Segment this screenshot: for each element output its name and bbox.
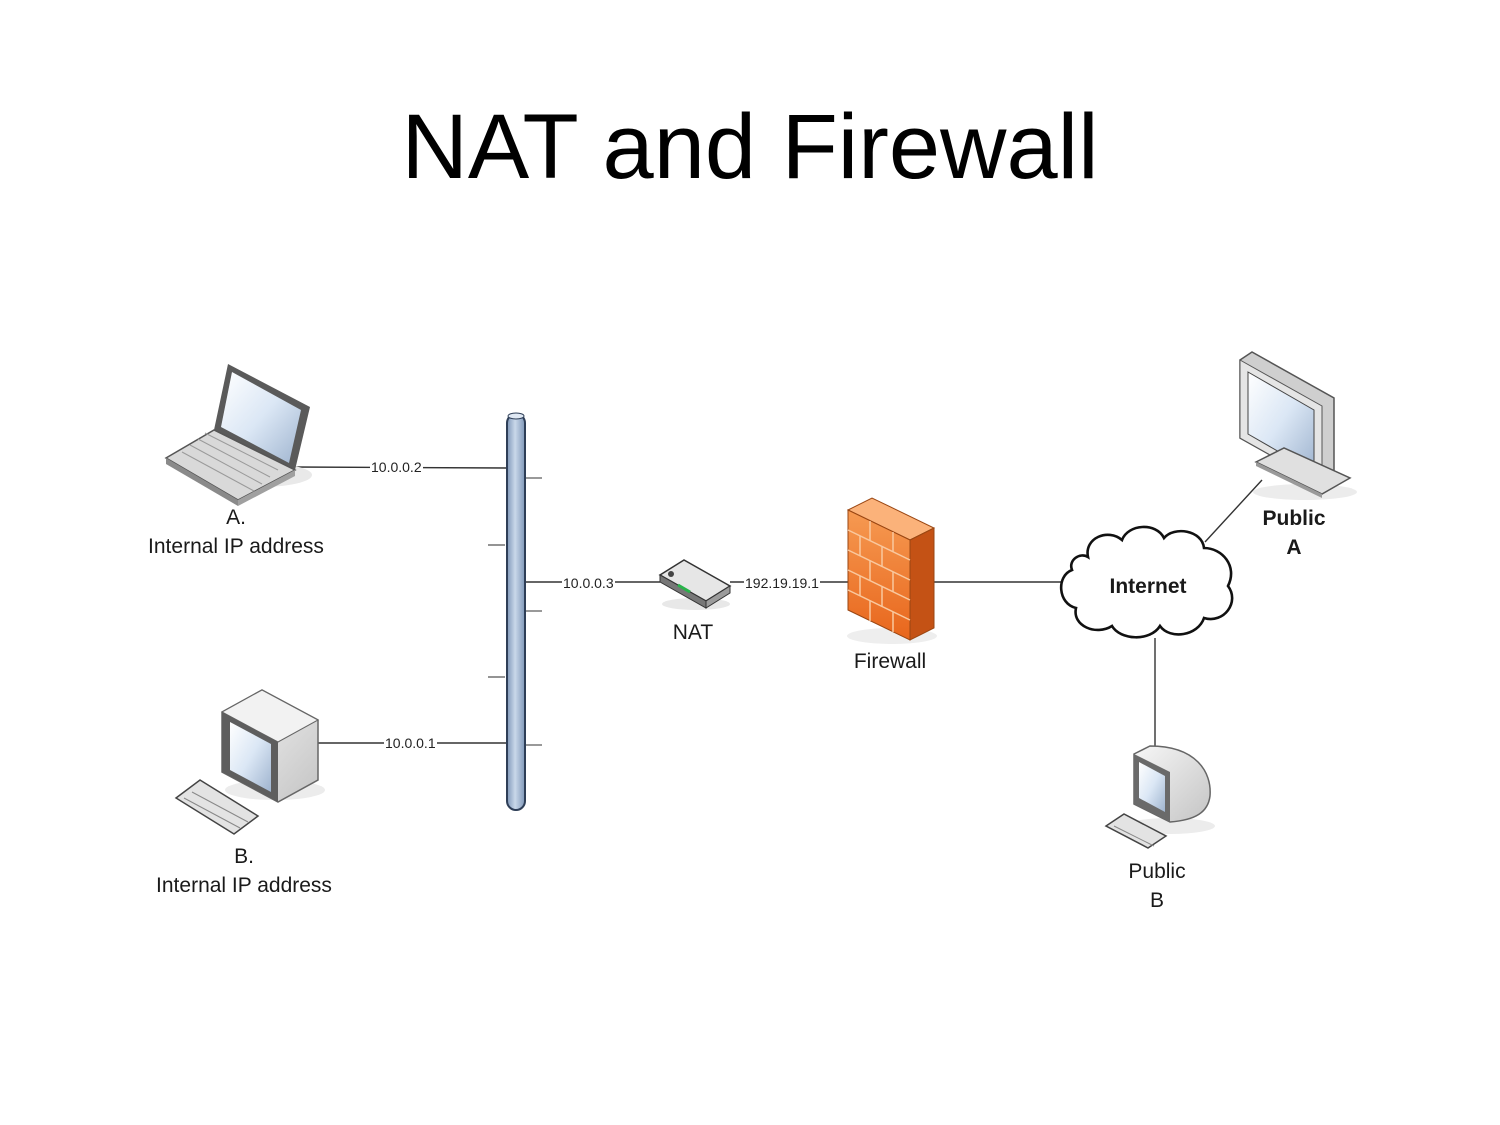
desktop-computer-icon — [1104, 745, 1215, 849]
label-internet: Internet — [1109, 575, 1187, 598]
link-internet-public-a — [1204, 479, 1263, 543]
router-icon — [658, 559, 732, 610]
label-firewall: Firewall — [853, 650, 927, 673]
label-public-b-line1: Public — [1128, 860, 1186, 883]
label-public-b-line2: B — [1149, 889, 1164, 912]
label-desktop-b-desc: Internal IP address — [156, 874, 332, 897]
ip-label-laptop-a: 10.0.0.2 — [370, 459, 423, 475]
laptop-icon — [164, 364, 312, 506]
monitor-icon — [1239, 351, 1357, 500]
ip-label-nat-outside: 192.19.19.1 — [744, 575, 820, 591]
label-nat: NAT — [672, 621, 714, 644]
label-public-b: Public B — [1107, 857, 1207, 915]
label-public-a-line1: Public — [1262, 507, 1326, 530]
ip-label-nat-inside: 10.0.0.3 — [562, 575, 615, 591]
label-laptop-a-desc: Internal IP address — [148, 535, 324, 558]
label-laptop-a-letter: A. — [226, 506, 246, 529]
label-public-a-line2: A — [1286, 536, 1302, 559]
desktop-computer-icon — [174, 689, 325, 835]
cloud-icon — [1059, 525, 1234, 639]
network-bus-backbone — [506, 412, 526, 811]
slide-title: NAT and Firewall — [401, 96, 1099, 198]
label-desktop-b-letter: B. — [234, 845, 254, 868]
label-desktop-b: B. Internal IP address — [124, 842, 364, 900]
label-public-a: Public A — [1244, 504, 1344, 562]
firewall-brick-wall-icon — [846, 497, 937, 644]
bus-stubs — [488, 477, 542, 746]
label-laptop-a: A. Internal IP address — [116, 503, 356, 561]
ip-label-desktop-b: 10.0.0.1 — [384, 735, 437, 751]
